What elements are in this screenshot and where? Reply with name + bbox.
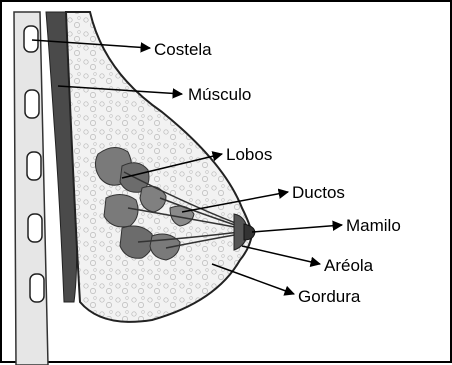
label-costela: Costela	[154, 40, 212, 59]
areola-leader	[242, 246, 320, 264]
label-ductos: Ductos	[292, 183, 345, 202]
chest-wall	[14, 12, 48, 365]
rib-1	[24, 26, 38, 52]
label-areola: Aréola	[324, 256, 374, 275]
label-mamilo: Mamilo	[346, 216, 401, 235]
rib-5	[30, 274, 44, 302]
rib-3	[27, 152, 41, 180]
mamilo-leader	[252, 225, 342, 232]
label-gordura: Gordura	[298, 287, 361, 306]
rib-2	[25, 90, 39, 118]
label-lobos: Lobos	[226, 145, 272, 164]
rib-4	[28, 214, 42, 242]
label-musculo: Músculo	[188, 85, 251, 104]
